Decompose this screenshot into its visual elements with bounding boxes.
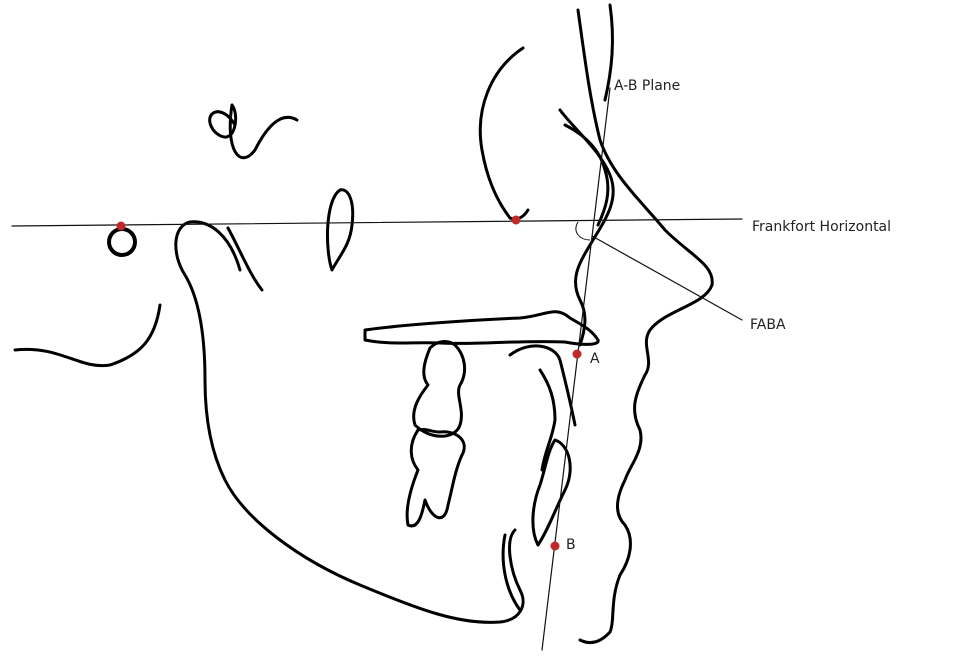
faba-line: [592, 236, 742, 320]
point-b-landmark: [551, 542, 560, 551]
orbitale-landmark: [512, 216, 521, 225]
soft-tissue-inner: [560, 110, 613, 345]
frankfort-label: Frankfort Horizontal: [752, 219, 891, 235]
occipital-curve: [15, 305, 160, 366]
lower-incisor: [533, 440, 570, 545]
ab-plane-line: [542, 88, 610, 650]
frontal-curve: [605, 5, 612, 100]
lower-molar: [407, 429, 464, 526]
upper-incisor: [510, 346, 575, 470]
point-a-landmark: [573, 350, 582, 359]
soft-tissue-profile: [578, 10, 712, 643]
upper-molar: [414, 342, 465, 437]
porion-landmark: [117, 222, 126, 231]
symphysis: [503, 535, 520, 610]
porion-ring: [109, 229, 135, 255]
coronoid: [228, 228, 262, 290]
mandible: [176, 222, 523, 623]
ear-squiggle: [210, 105, 297, 158]
point-b-label: B: [566, 537, 576, 553]
point-a-label: A: [590, 351, 600, 367]
pterygoid-shape: [327, 190, 352, 270]
palatal-plane: [365, 312, 598, 345]
anatomy-tracing: [15, 5, 712, 643]
angle-arc: [576, 222, 590, 240]
ab-plane-label: A-B Plane: [614, 78, 680, 94]
nasal-ala: [480, 48, 528, 219]
faba-label: FABA: [750, 317, 786, 333]
